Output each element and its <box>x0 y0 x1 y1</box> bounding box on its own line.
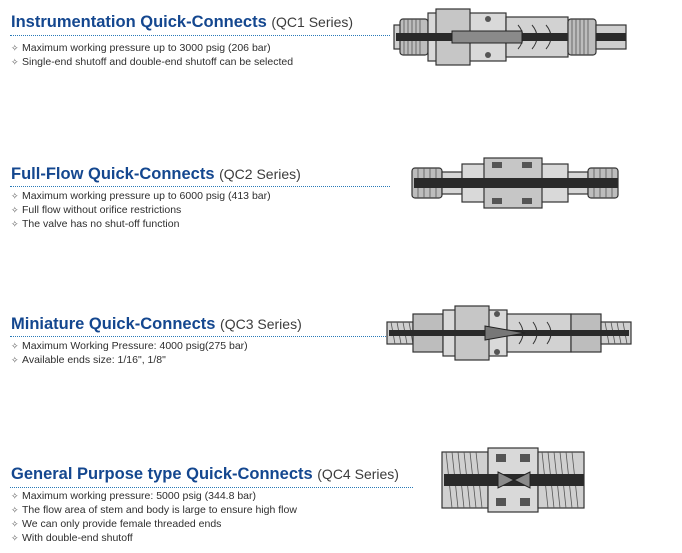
series-label: (QC3 Series) <box>220 316 302 332</box>
title-text: Miniature Quick-Connects <box>11 315 216 333</box>
feature-text: Maximum working pressure up to 3000 psig… <box>22 42 271 54</box>
feature-list: ✧Maximum working pressure: 5000 psig (34… <box>11 489 297 545</box>
title-text: Instrumentation Quick-Connects <box>11 13 267 31</box>
feature-text: Maximum working pressure: 5000 psig (344… <box>22 490 257 502</box>
qc2-cross-section-drawing <box>411 157 619 209</box>
series-label: (QC2 Series) <box>219 166 301 182</box>
bullet-marker-icon: ✧ <box>11 43 19 53</box>
feature-text: The valve has no shut-off function <box>22 218 180 230</box>
bullet-marker-icon: ✧ <box>11 191 19 201</box>
section-title: Instrumentation Quick-Connects (QC1 Seri… <box>11 12 353 32</box>
feature-list: ✧Maximum working pressure up to 3000 psi… <box>11 41 293 69</box>
section-title: General Purpose type Quick-Connects (QC4… <box>11 464 399 484</box>
bullet-marker-icon: ✧ <box>11 205 19 215</box>
feature-text: Full flow without orifice restrictions <box>22 204 182 216</box>
qc4-cross-section-drawing <box>441 447 585 513</box>
bullet-marker-icon: ✧ <box>11 355 19 365</box>
list-item: ✧Maximum Working Pressure: 4000 psig(275… <box>11 339 248 353</box>
bullet-marker-icon: ✧ <box>11 219 19 229</box>
list-item: ✧Maximum working pressure up to 6000 psi… <box>11 189 271 203</box>
section-title: Miniature Quick-Connects (QC3 Series) <box>11 314 302 334</box>
bullet-marker-icon: ✧ <box>11 57 19 67</box>
feature-text: Maximum working pressure up to 6000 psig… <box>22 190 271 202</box>
section-title: Full-Flow Quick-Connects (QC2 Series) <box>11 164 301 184</box>
dotted-divider <box>10 186 390 187</box>
series-label: (QC4 Series) <box>317 466 399 482</box>
feature-text: Available ends size: 1/16", 1/8" <box>22 354 166 366</box>
list-item: ✧Full flow without orifice restrictions <box>11 203 271 217</box>
list-item: ✧Available ends size: 1/16", 1/8" <box>11 353 248 367</box>
bullet-marker-icon: ✧ <box>11 519 19 529</box>
feature-list: ✧Maximum working pressure up to 6000 psi… <box>11 189 271 231</box>
dotted-divider <box>10 487 413 488</box>
section-qc3: Miniature Quick-Connects (QC3 Series) ✧M… <box>0 290 682 430</box>
feature-text: The flow area of stem and body is large … <box>22 504 297 516</box>
list-item: ✧The valve has no shut-off function <box>11 217 271 231</box>
list-item: ✧Maximum working pressure: 5000 psig (34… <box>11 489 297 503</box>
title-text: Full-Flow Quick-Connects <box>11 165 215 183</box>
list-item: ✧The flow area of stem and body is large… <box>11 503 297 517</box>
section-qc2: Full-Flow Quick-Connects (QC2 Series) ✧M… <box>0 150 682 290</box>
list-item: ✧We can only provide female threaded end… <box>11 517 297 531</box>
dotted-divider <box>10 35 390 36</box>
feature-text: Single-end shutoff and double-end shutof… <box>22 56 294 68</box>
qc3-cross-section-drawing <box>386 305 632 361</box>
bullet-marker-icon: ✧ <box>11 505 19 515</box>
feature-text: Maximum Working Pressure: 4000 psig(275 … <box>22 340 248 352</box>
feature-text: With double-end shutoff <box>22 532 133 544</box>
qc1-cross-section-drawing <box>393 8 627 66</box>
bullet-marker-icon: ✧ <box>11 491 19 501</box>
title-text: General Purpose type Quick-Connects <box>11 465 313 483</box>
feature-text: We can only provide female threaded ends <box>22 518 222 530</box>
bullet-marker-icon: ✧ <box>11 341 19 351</box>
feature-list: ✧Maximum Working Pressure: 4000 psig(275… <box>11 339 248 367</box>
list-item: ✧Maximum working pressure up to 3000 psi… <box>11 41 293 55</box>
section-qc4: General Purpose type Quick-Connects (QC4… <box>0 430 682 553</box>
series-label: (QC1 Series) <box>271 14 354 30</box>
bullet-marker-icon: ✧ <box>11 533 19 543</box>
section-qc1: Instrumentation Quick-Connects (QC1 Seri… <box>0 0 682 150</box>
list-item: ✧Single-end shutoff and double-end shuto… <box>11 55 293 69</box>
dotted-divider <box>10 336 386 337</box>
list-item: ✧With double-end shutoff <box>11 531 297 545</box>
